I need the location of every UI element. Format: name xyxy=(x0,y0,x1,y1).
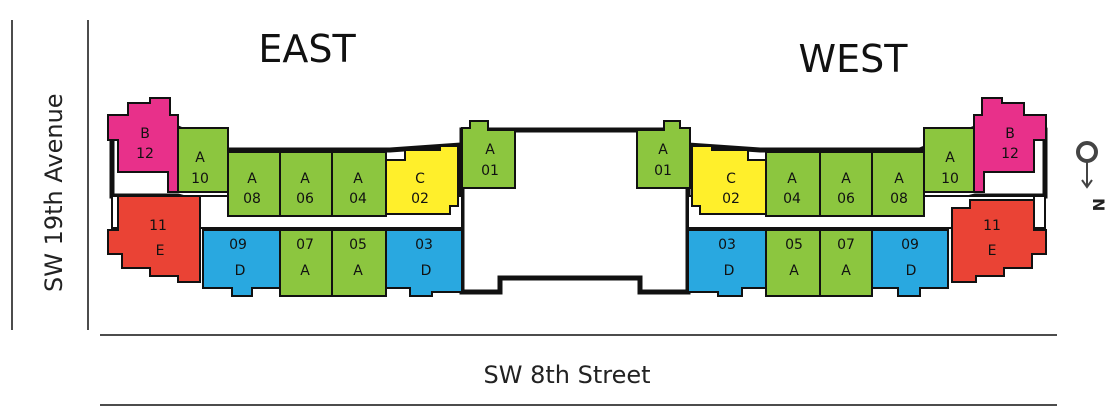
unit-west-07[interactable]: 07 A xyxy=(819,229,873,297)
unit-east-11-shape xyxy=(107,195,201,283)
unit-east-02[interactable]: C 02 xyxy=(385,145,459,215)
west-wing-title: WEST xyxy=(799,37,909,81)
unit-west-11-num: 11 xyxy=(983,218,1001,234)
unit-east-01-shape xyxy=(461,120,516,189)
street-label: SW 8th Street xyxy=(483,361,650,389)
unit-east-12[interactable]: B 12 xyxy=(107,97,179,193)
unit-west-09-shape xyxy=(871,229,949,297)
unit-east-07-shape xyxy=(279,229,333,297)
unit-west-10-shape xyxy=(923,127,975,193)
unit-east-04-shape xyxy=(331,151,387,217)
unit-east-02-shape xyxy=(385,145,459,215)
unit-west-07-shape xyxy=(819,229,873,297)
unit-west-12-type: B xyxy=(1005,126,1015,142)
unit-west-09-num: 09 xyxy=(901,237,919,253)
unit-west-06-shape xyxy=(819,151,873,217)
unit-east-05-type: A xyxy=(353,263,363,279)
unit-west-06-type: A xyxy=(841,171,851,187)
unit-east-09-num: 09 xyxy=(229,237,247,253)
unit-west-03-type: D xyxy=(724,263,735,279)
unit-west-04[interactable]: A 04 xyxy=(765,151,821,217)
unit-west-03[interactable]: 03 D xyxy=(687,229,767,297)
unit-west-12-num: 12 xyxy=(1001,146,1019,162)
west-wing-units: A 01 C 02 A 04 A 06 A 08 A 10 xyxy=(636,97,1047,297)
unit-east-12-type: B xyxy=(140,126,150,142)
avenue-label: SW 19th Avenue xyxy=(40,93,68,292)
unit-east-01-num: 01 xyxy=(481,163,499,179)
unit-east-06-type: A xyxy=(300,171,310,187)
unit-west-07-num: 07 xyxy=(837,237,855,253)
unit-west-11-type: E xyxy=(988,243,997,259)
unit-west-01-shape xyxy=(636,120,691,189)
unit-east-08[interactable]: A 08 xyxy=(227,151,281,217)
unit-east-06-num: 06 xyxy=(296,191,314,207)
east-wing-units: B 12 A 10 A 08 A 06 A 04 C 02 xyxy=(107,97,516,297)
unit-west-02-num: 02 xyxy=(722,191,740,207)
unit-west-05-num: 05 xyxy=(785,237,803,253)
unit-east-01-type: A xyxy=(485,142,495,158)
unit-west-09[interactable]: 09 D xyxy=(871,229,949,297)
unit-east-12-shape xyxy=(107,97,179,193)
unit-west-01-num: 01 xyxy=(654,163,672,179)
north-arrow-icon: N xyxy=(1076,141,1108,211)
unit-east-08-num: 08 xyxy=(243,191,261,207)
unit-east-01[interactable]: A 01 xyxy=(461,120,516,189)
unit-east-04-type: A xyxy=(353,171,363,187)
unit-east-04[interactable]: A 04 xyxy=(331,151,387,217)
unit-east-05[interactable]: 05 A xyxy=(331,229,387,297)
north-label: N xyxy=(1089,198,1108,211)
unit-east-11-num: 11 xyxy=(149,218,167,234)
unit-east-08-type: A xyxy=(247,171,257,187)
unit-west-12[interactable]: B 12 xyxy=(973,97,1047,193)
unit-west-03-num: 03 xyxy=(718,237,736,253)
unit-west-07-type: A xyxy=(841,263,851,279)
unit-east-02-type: C xyxy=(415,171,425,187)
unit-east-05-shape xyxy=(331,229,387,297)
unit-west-10-type: A xyxy=(945,150,955,166)
unit-west-01[interactable]: A 01 xyxy=(636,120,691,189)
unit-east-07-num: 07 xyxy=(296,237,314,253)
unit-east-04-num: 04 xyxy=(349,191,367,207)
unit-east-10-shape xyxy=(177,127,229,193)
unit-west-10-num: 10 xyxy=(941,171,959,187)
unit-west-06[interactable]: A 06 xyxy=(819,151,873,217)
unit-west-09-type: D xyxy=(906,263,917,279)
unit-west-01-type: A xyxy=(658,142,668,158)
unit-east-10-num: 10 xyxy=(191,171,209,187)
unit-east-09-type: D xyxy=(235,263,246,279)
unit-east-03-type: D xyxy=(421,263,432,279)
unit-east-05-num: 05 xyxy=(349,237,367,253)
unit-east-03-shape xyxy=(385,229,463,297)
unit-west-08-type: A xyxy=(894,171,904,187)
unit-east-12-num: 12 xyxy=(136,146,154,162)
unit-west-05-type: A xyxy=(789,263,799,279)
unit-west-04-type: A xyxy=(787,171,797,187)
unit-east-11[interactable]: 11 E xyxy=(107,195,201,283)
unit-west-11[interactable]: 11 E xyxy=(951,196,1047,283)
unit-west-05[interactable]: 05 A xyxy=(765,229,821,297)
unit-east-07[interactable]: 07 A xyxy=(279,229,333,297)
unit-west-12-shape xyxy=(973,97,1047,193)
unit-east-09[interactable]: 09 D xyxy=(202,229,281,297)
unit-west-10[interactable]: A 10 xyxy=(923,127,975,193)
unit-west-04-shape xyxy=(765,151,821,217)
unit-east-10-type: A xyxy=(195,150,205,166)
unit-east-06-shape xyxy=(279,151,333,217)
unit-west-02-type: C xyxy=(726,171,736,187)
unit-east-02-num: 02 xyxy=(411,191,429,207)
unit-west-08[interactable]: A 08 xyxy=(871,151,925,217)
unit-east-06[interactable]: A 06 xyxy=(279,151,333,217)
unit-east-11-type: E xyxy=(156,243,165,259)
unit-east-03-num: 03 xyxy=(415,237,433,253)
unit-west-06-num: 06 xyxy=(837,191,855,207)
unit-west-04-num: 04 xyxy=(783,191,801,207)
east-wing-title: EAST xyxy=(258,27,356,71)
unit-east-07-type: A xyxy=(300,263,310,279)
unit-east-10[interactable]: A 10 xyxy=(177,127,229,193)
unit-west-08-num: 08 xyxy=(890,191,908,207)
unit-west-11-shape xyxy=(951,196,1047,283)
unit-east-03[interactable]: 03 D xyxy=(385,229,463,297)
